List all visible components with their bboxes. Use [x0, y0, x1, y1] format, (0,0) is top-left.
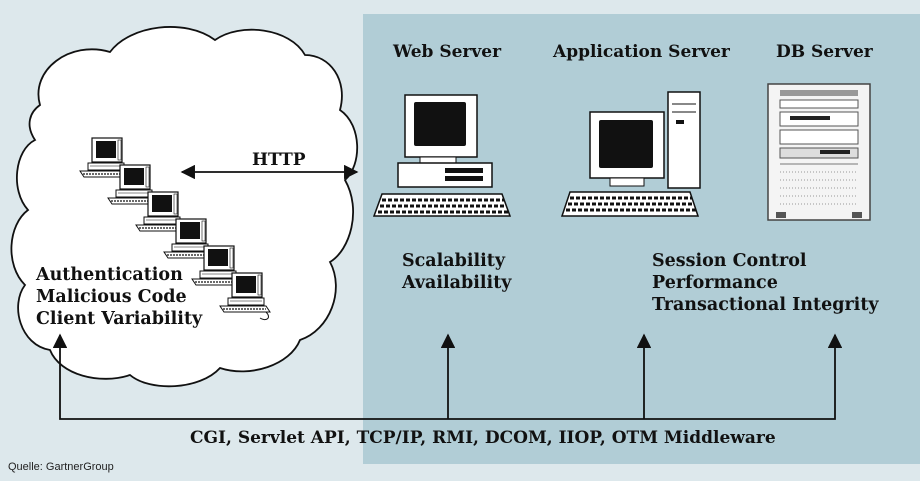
concern-scalability: Scalability	[402, 251, 506, 271]
internet-cloud	[10, 26, 359, 388]
db-server-heading: DB Server	[776, 42, 873, 62]
db-server-tower	[767, 83, 871, 221]
concern-session-control: Session Control	[652, 251, 807, 271]
web-server-computer	[372, 94, 512, 217]
concern-availability: Availability	[402, 273, 512, 293]
client-concerns: Authentication Malicious Code Client Var…	[36, 264, 202, 330]
web-server-heading: Web Server	[393, 42, 502, 62]
app-concerns: Session Control Performance Transactiona…	[652, 250, 879, 316]
application-server-computer	[560, 91, 701, 217]
protocols-label: CGI, Servlet API, TCP/IP, RMI, DCOM, IIO…	[190, 428, 776, 448]
web-concerns: Scalability Availability	[402, 250, 511, 294]
app-server-heading: Application Server	[553, 42, 730, 62]
http-label: HTTP	[252, 150, 306, 170]
source-caption: Quelle: GartnerGroup	[8, 461, 114, 473]
concern-transactional-integrity: Transactional Integrity	[652, 295, 879, 315]
concern-malicious-code: Malicious Code	[36, 287, 187, 307]
server-panel	[363, 14, 920, 464]
concern-performance: Performance	[652, 273, 778, 293]
concern-authentication: Authentication	[36, 265, 183, 285]
concern-client-variability: Client Variability	[36, 309, 203, 329]
